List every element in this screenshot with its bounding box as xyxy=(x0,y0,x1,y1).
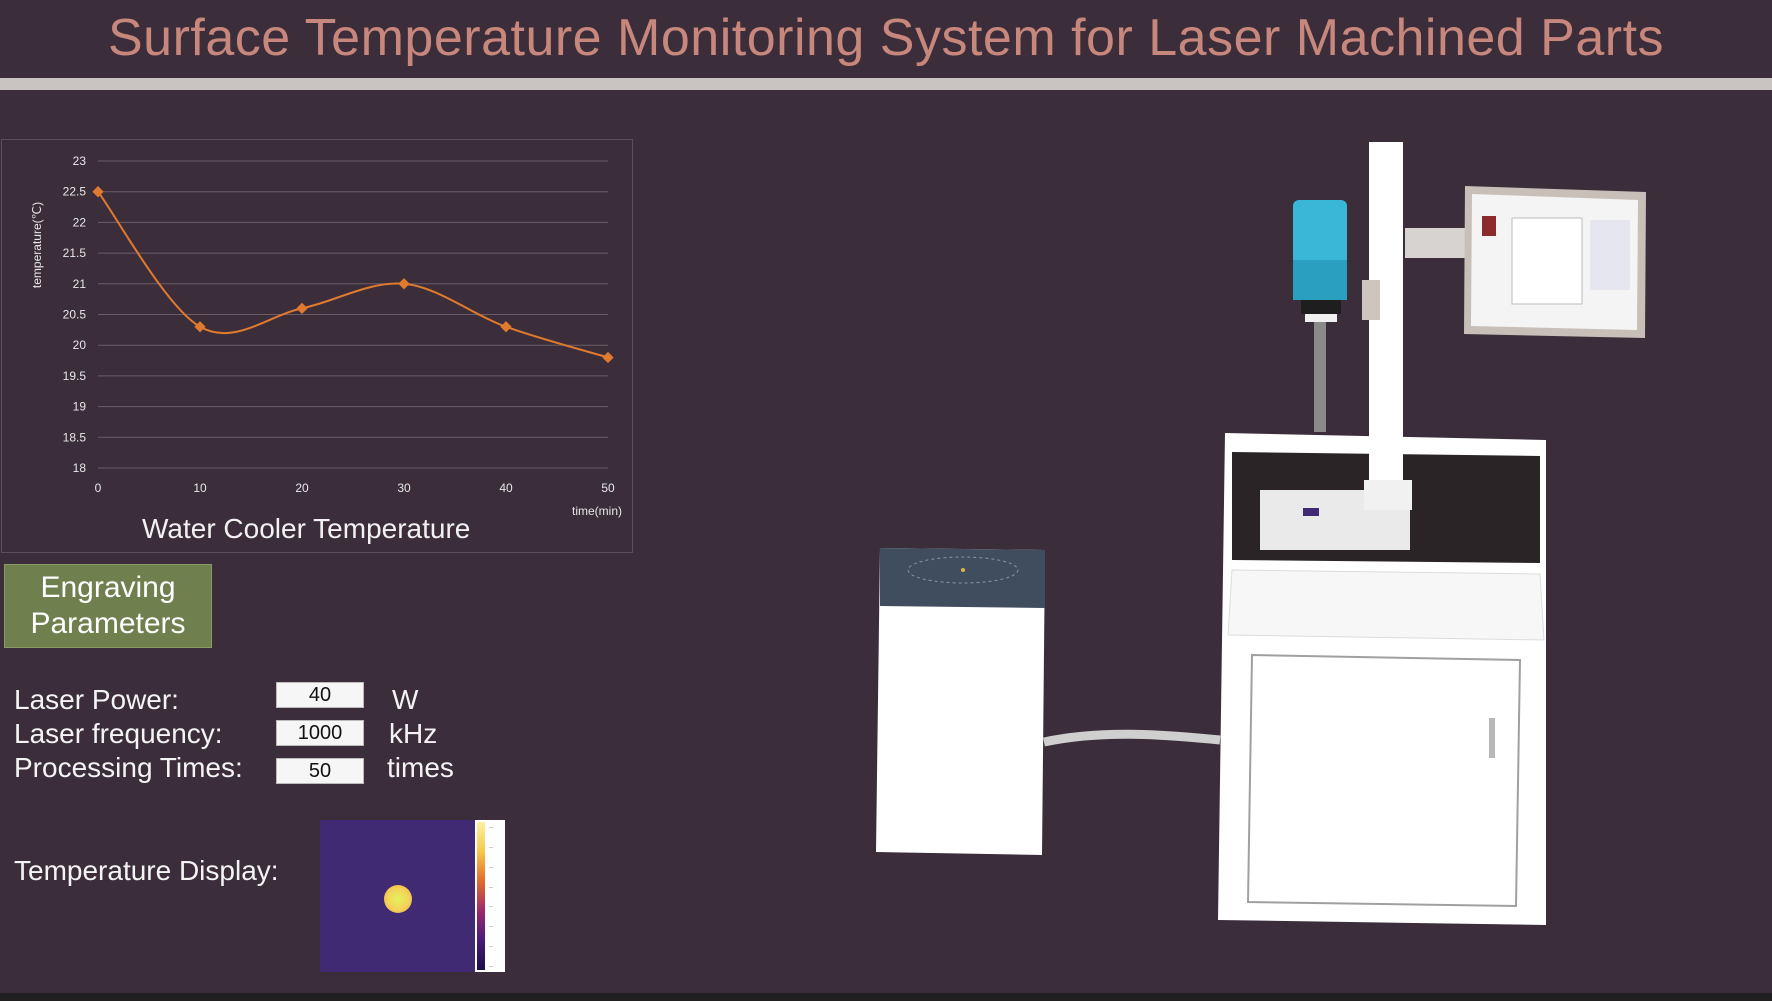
x-tick-label: 10 xyxy=(193,481,207,495)
x-tick-label: 30 xyxy=(397,481,411,495)
x-tick-label: 0 xyxy=(95,481,102,495)
y-axis-label: temperature(℃) xyxy=(30,202,44,288)
processing-times-label: Processing Times: xyxy=(14,752,243,783)
hot-spot xyxy=(384,885,412,913)
processing-times-input[interactable] xyxy=(276,758,364,784)
data-point xyxy=(500,321,512,333)
bottom-divider xyxy=(0,993,1772,1001)
control-monitor xyxy=(1464,186,1646,338)
y-tick-label: 22 xyxy=(73,215,87,229)
laser-head-assembly xyxy=(1293,142,1470,510)
laser-frequency-label: Laser frequency: xyxy=(14,718,223,749)
x-axis-label: time(min) xyxy=(572,504,622,518)
laser-frequency-unit: kHz xyxy=(389,718,438,749)
water-cooler-unit xyxy=(876,548,1045,855)
laser-power-input[interactable] xyxy=(276,682,364,708)
y-tick-label: 20.5 xyxy=(63,308,87,322)
laser-frequency-input[interactable] xyxy=(276,720,364,746)
water-cooler-chart: 18 18.5 19 19.5 20 20.5 21 21.5 22 22.5 23 0 10 20 30 4… xyxy=(1,139,633,553)
data-point xyxy=(194,321,206,333)
colorbar-gradient xyxy=(477,822,485,970)
engraving-parameters-button[interactable]: Engraving Parameters xyxy=(4,564,212,648)
thermal-colorbar: ———————— xyxy=(475,820,505,972)
x-tick-label: 40 xyxy=(499,481,513,495)
laser-power-label: Laser Power: xyxy=(14,684,179,715)
thermal-image: ———————— xyxy=(320,820,505,972)
processing-times-unit: times xyxy=(387,752,454,783)
data-point xyxy=(296,302,308,315)
y-tick-label: 18 xyxy=(73,461,87,475)
y-tick-label: 21.5 xyxy=(63,246,87,260)
y-tick-label: 19 xyxy=(73,400,87,414)
x-tick-label: 20 xyxy=(295,481,309,495)
laser-engraver-cabinet xyxy=(1218,433,1546,925)
y-tick-label: 20 xyxy=(73,338,87,352)
laser-machine-scene xyxy=(876,142,1646,925)
x-tick-label: 50 xyxy=(601,481,615,495)
colorbar-ticks: ———————— xyxy=(489,824,493,968)
chart-title: Water Cooler Temperature xyxy=(142,513,471,544)
y-tick-label: 18.5 xyxy=(63,430,87,444)
temperature-display-label: Temperature Display: xyxy=(14,855,279,886)
y-tick-label: 22.5 xyxy=(63,185,87,199)
title-divider xyxy=(0,78,1772,90)
laser-power-unit: W xyxy=(392,684,419,715)
cooling-hose xyxy=(1043,729,1221,747)
page-title: Surface Temperature Monitoring System fo… xyxy=(107,9,1665,67)
engraving-button-line1: Engraving xyxy=(40,571,176,604)
data-point xyxy=(398,278,410,290)
y-tick-label: 19.5 xyxy=(63,369,87,383)
engraving-button-line2: Parameters xyxy=(30,607,186,640)
series-line xyxy=(97,191,609,359)
y-tick-label: 21 xyxy=(73,277,87,291)
y-tick-label: 23 xyxy=(73,154,87,168)
data-point xyxy=(602,351,614,364)
chart-svg: 18 18.5 19 19.5 20 20.5 21 21.5 22 22.5 23 0 10 20 30 4… xyxy=(30,154,622,518)
